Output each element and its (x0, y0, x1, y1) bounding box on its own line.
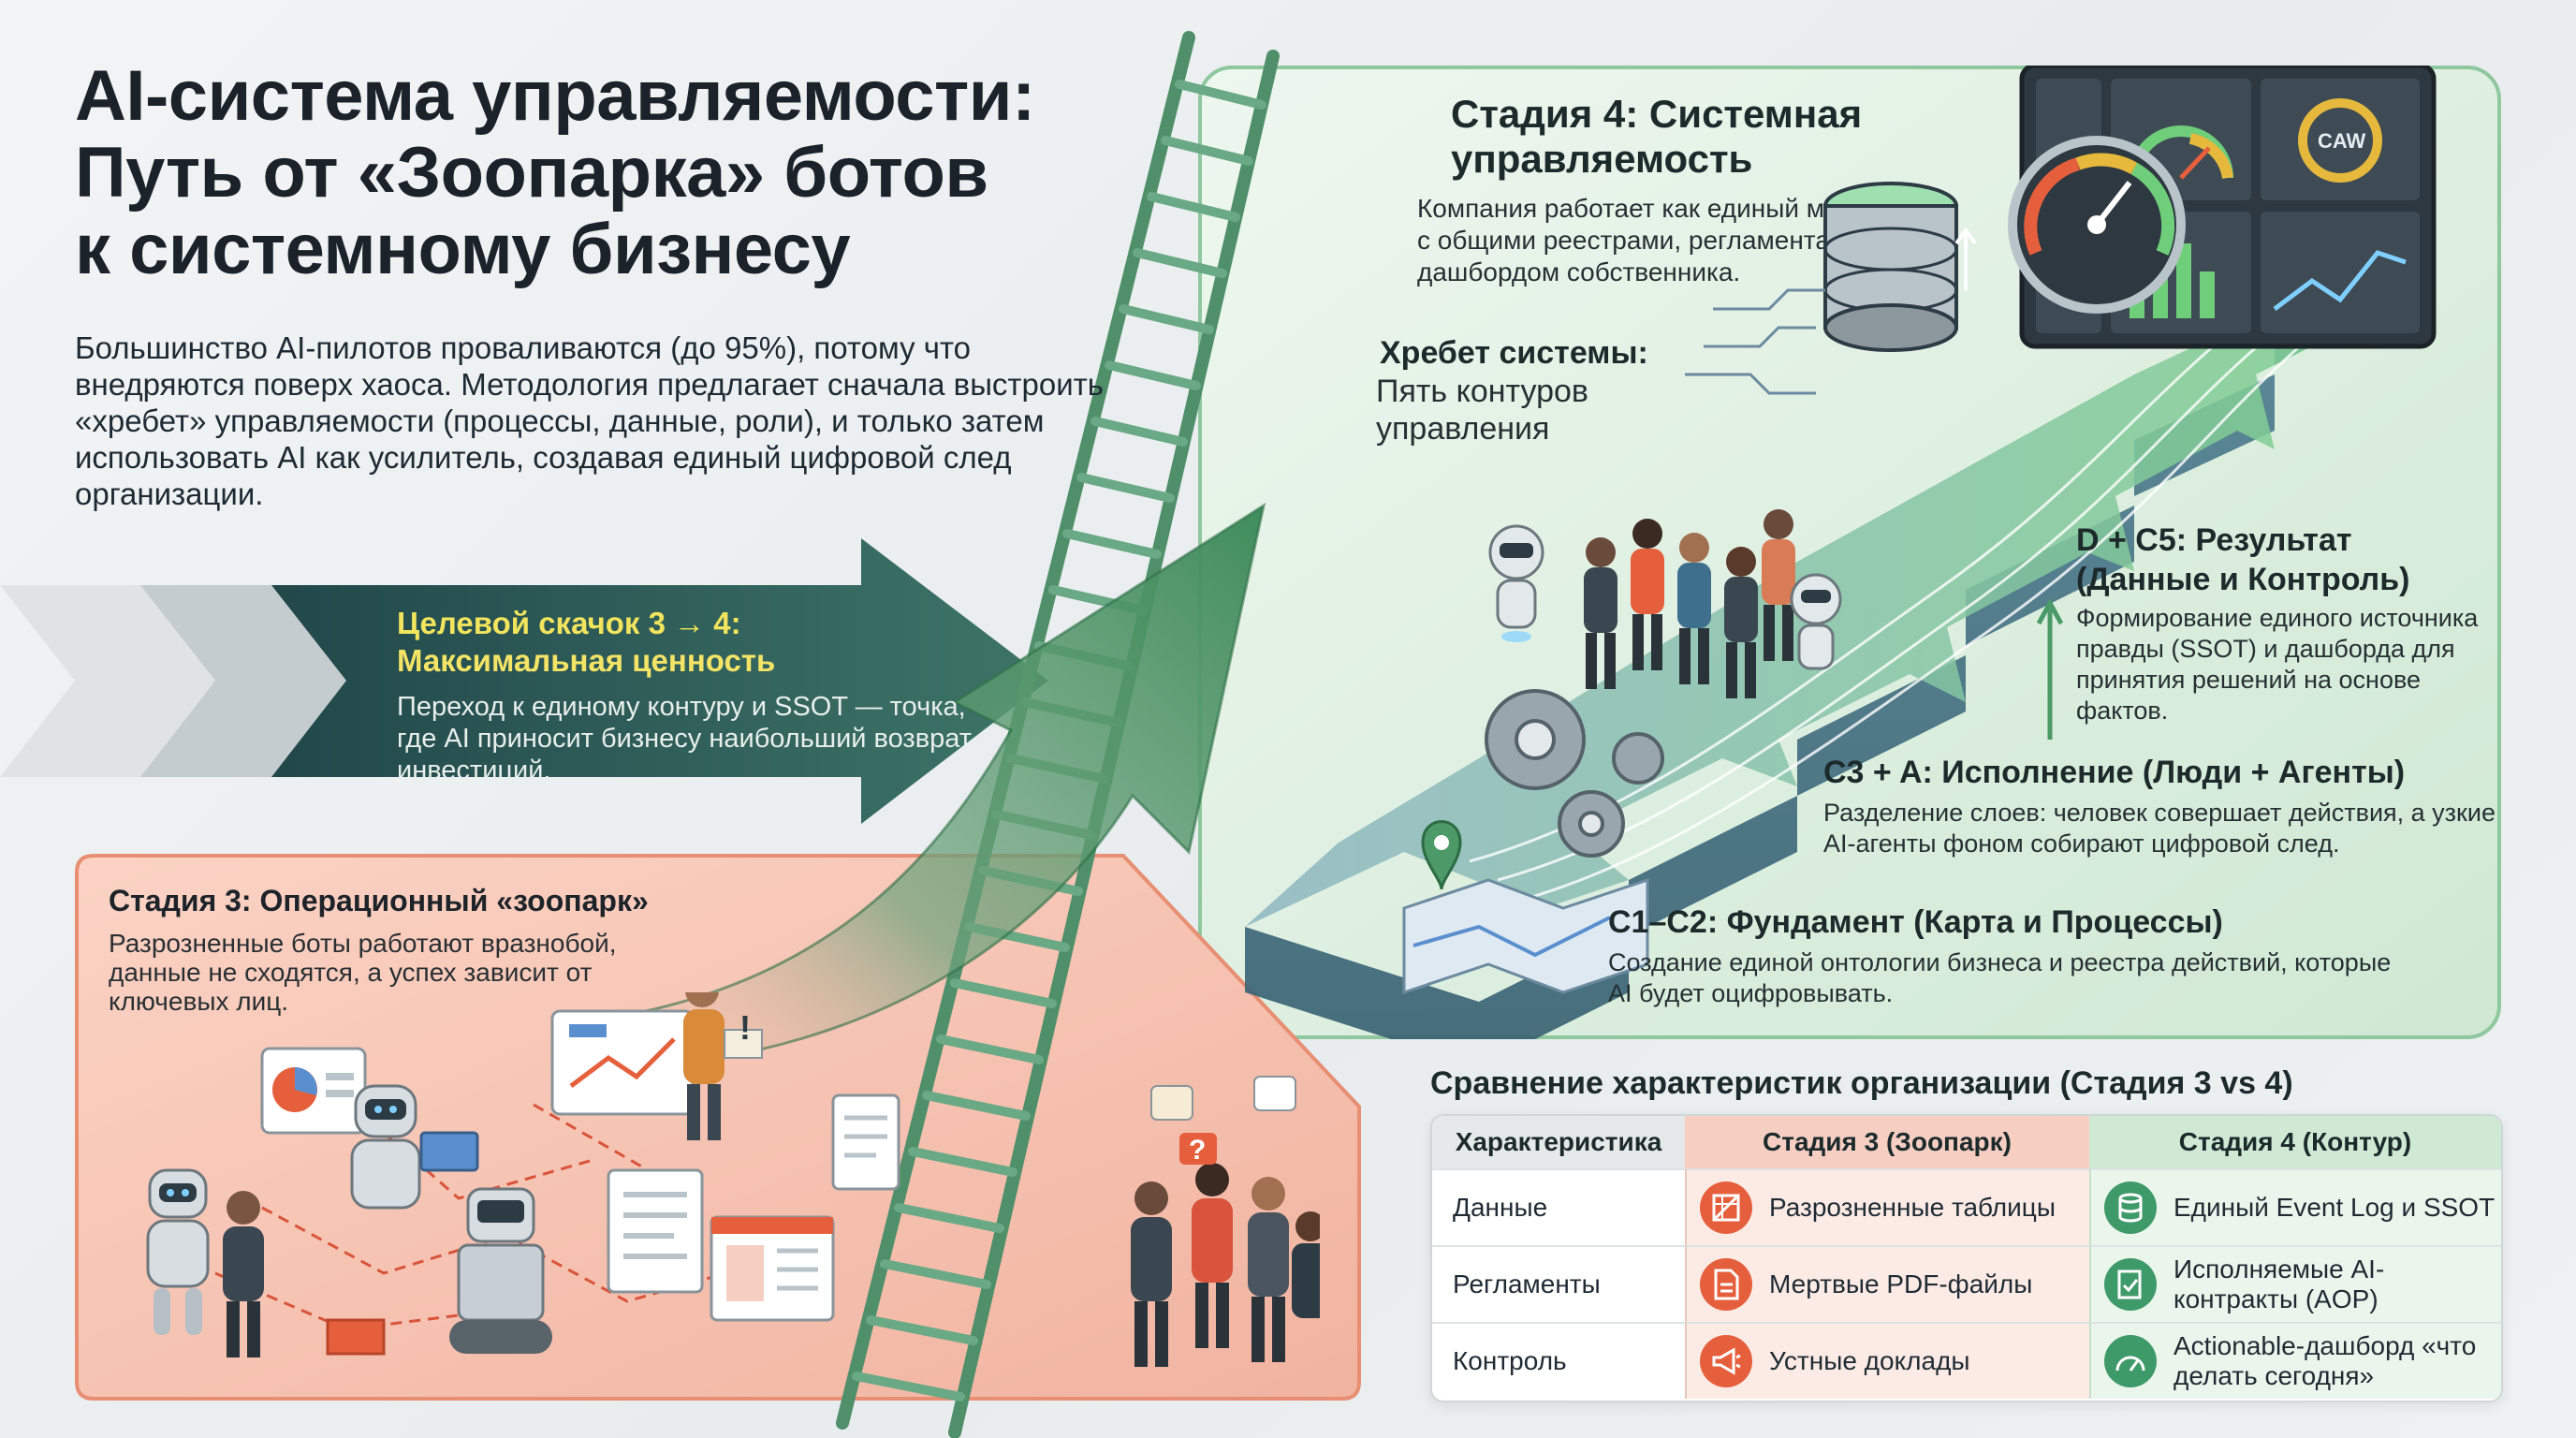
stage4-title-line-2: управляемость (1451, 137, 1753, 181)
megaphone-icon (1700, 1335, 1752, 1387)
title-line-1: AI-система управляемости: (75, 56, 1035, 136)
person-icon (223, 1191, 264, 1357)
table-cell-text: Исполняемые AI-контракты (AOP) (2174, 1255, 2385, 1313)
table-cell-text: Устные доклады (1769, 1346, 1970, 1375)
table-header-characteristic: Характеристика (1432, 1116, 1685, 1168)
table-cell-stage4: Единый Event Log и SSOT (2089, 1168, 2501, 1245)
document-icon (607, 1168, 704, 1294)
ai-agent-robot-icon (1790, 573, 1842, 670)
spine-title: Хребет системы: (1380, 335, 1648, 371)
contract-icon (2104, 1258, 2157, 1311)
spreadsheet-icon (710, 1215, 835, 1322)
title-line-2: Путь от «Зоопарка» ботов (75, 133, 988, 213)
stage3-chaos-illustration: ? ! ? (146, 992, 1320, 1367)
title-line-3: к системному бизнесу (75, 210, 851, 289)
svg-text:?: ? (1189, 1135, 1206, 1166)
table-cell-stage4: Исполняемые AI-контракты (AOP) (2089, 1245, 2501, 1322)
stage4-title-line-1: Стадия 4: Системная (1451, 92, 1863, 136)
person-icon (683, 992, 763, 1140)
ai-agent-robot-icon (1488, 524, 1544, 642)
kanban-screen-icon (550, 1009, 695, 1116)
speedometer-icon (2008, 136, 2186, 314)
leap-callout: Целевой скачок 3 → 4: Максимальная ценно… (397, 605, 996, 786)
table-cell-text: Мертвые PDF-файлы (1769, 1269, 2033, 1299)
table-cell-text: Разрозненные таблицы (1769, 1193, 2056, 1222)
stage4-title: Стадия 4: Системная управляемость (1451, 92, 1975, 182)
table-cell-stage3: Разрозненные таблицы (1685, 1168, 2089, 1245)
receipt-icon (831, 1093, 900, 1191)
step-foundation-title: C1–C2: Фундамент (Карта и Процессы) (1608, 904, 2223, 940)
leap-title-line-2: Максимальная ценность (397, 643, 776, 678)
robot-icon (449, 1187, 552, 1354)
spine-description: Пять контуров управления (1376, 374, 1588, 447)
table-cell-text: Actionable-дашборд «что делать сегодня» (2174, 1331, 2477, 1390)
step-result-description: Формирование единого источника правды (S… (2076, 604, 2479, 725)
table-row-label: Данные (1432, 1168, 1685, 1245)
leap-banner-arrow (0, 538, 1048, 824)
chart-screen-icon (260, 1047, 367, 1135)
table-row-label: Контроль (1432, 1322, 1685, 1399)
process-map-icon (1402, 820, 1649, 995)
team-illustration (1584, 509, 1795, 698)
staircase-illustration: CAW (1245, 66, 2437, 1039)
table-cell-text: Единый Event Log и SSOT (2174, 1193, 2496, 1222)
box-icon (326, 1318, 386, 1356)
exclamation-mark-icon: ! (739, 1008, 751, 1047)
stage3-description: Разрозненные боты работают вразнобой, да… (109, 929, 617, 1016)
stage3-title: Стадия 3: Операционный «зоопарк» (109, 884, 649, 917)
step-foundation-description: Создание единой онтологии бизнеса и реес… (1608, 948, 2392, 1007)
people-group: ? (1131, 1076, 1320, 1367)
leap-description: Переход к единому контуру и SSOT — точка… (397, 692, 973, 785)
robot-icon (350, 1084, 479, 1210)
comparison-title: Сравнение характеристик организации (Ста… (1430, 1065, 2293, 1101)
leap-title-line-1: Целевой скачок 3 → 4: (397, 606, 741, 640)
table-row-label: Регламенты (1432, 1245, 1685, 1322)
growth-arrow (646, 502, 1266, 1067)
comparison-table: Характеристика Стадия 3 (Зоопарк) Стадия… (1430, 1114, 2503, 1402)
table-header-stage4: Стадия 4 (Контур) (2089, 1116, 2501, 1168)
intro-text: Большинство AI-пилотов проваливаются (до… (75, 330, 1104, 511)
pdf-file-icon (1700, 1258, 1752, 1311)
step-execution-title: C3 + A: Исполнение (Люди + Агенты) (1823, 755, 2406, 790)
table-cell-stage3: Устные доклады (1685, 1322, 2089, 1399)
table-cell-stage4: Actionable-дашборд «что делать сегодня» (2089, 1322, 2501, 1399)
gauge-icon (2104, 1335, 2157, 1387)
robot-icon (146, 1168, 210, 1335)
gears-icon (1485, 689, 1664, 858)
table-header-stage3: Стадия 3 (Зоопарк) (1685, 1116, 2089, 1168)
database-illustration-icon (1823, 182, 1958, 352)
step-result-title: D + C5: Результат (Данные и Контроль) (2076, 522, 2410, 597)
table-cell-stage3: Мертвые PDF-файлы (1685, 1245, 2089, 1322)
step-execution-description: Разделение слоев: человек совершает дейс… (1823, 799, 2496, 858)
broken-table-icon (1700, 1181, 1752, 1234)
database-icon (2104, 1181, 2157, 1234)
gauge-label: CAW (2318, 129, 2366, 153)
page-title: AI-система управляемости: Путь от «Зоопа… (75, 58, 1217, 288)
